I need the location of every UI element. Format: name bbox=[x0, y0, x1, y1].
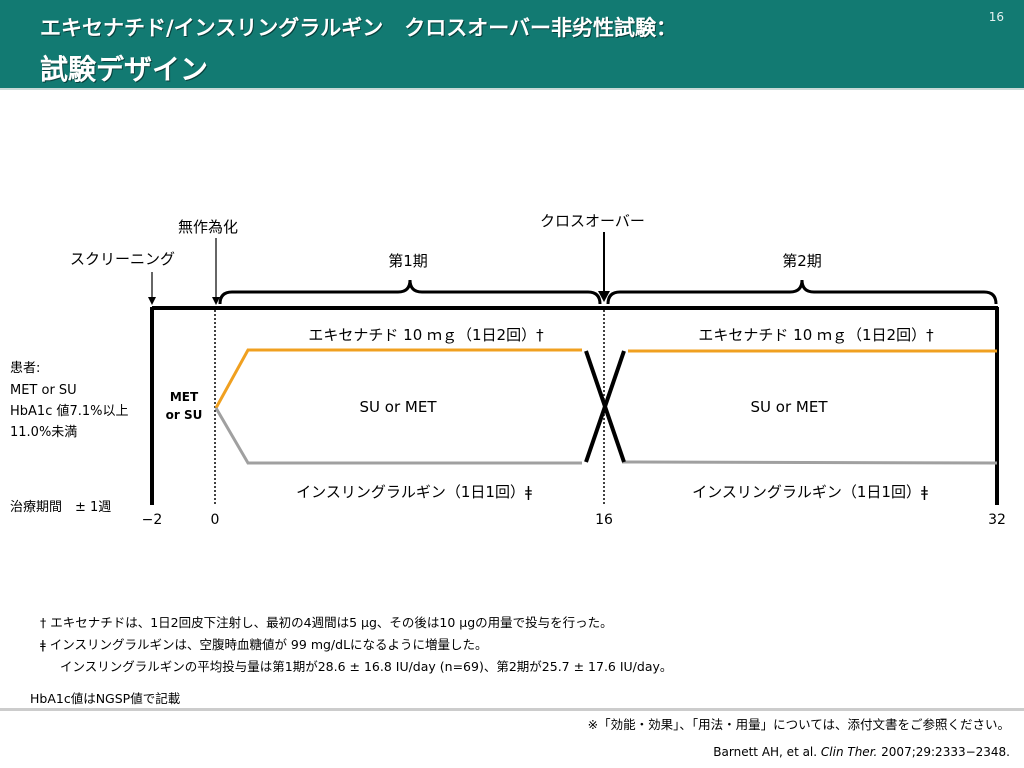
axis-tick-label: 0 bbox=[211, 512, 220, 528]
axis-tick-label: −2 bbox=[142, 512, 163, 528]
randomization-arrow bbox=[212, 238, 220, 305]
header-rule bbox=[0, 88, 1024, 90]
axis-tick-label: 32 bbox=[988, 512, 1006, 528]
crossover-label: クロスオーバー bbox=[540, 212, 645, 230]
patients-label-line3: HbA1c 値7.1%以上 bbox=[10, 403, 129, 419]
glargine-arm-period1 bbox=[214, 407, 582, 465]
screening-label: スクリーニング bbox=[70, 250, 175, 268]
period1-brace bbox=[218, 279, 602, 305]
citation-details: 2007;29:2333−2348. bbox=[877, 745, 1010, 759]
glargine-label-period2: インスリングラルギン（1日1回）ǂ bbox=[692, 483, 928, 501]
treatment-duration-label: 治療期間 ± 1週 bbox=[10, 500, 111, 515]
patients-label-line2: MET or SU bbox=[10, 383, 77, 398]
axis-tick-label: 16 bbox=[595, 512, 613, 528]
page-number: 16 bbox=[988, 10, 1004, 24]
slide-title-line1: エキセナチド/インスリングラルギン クロスオーバー非劣性試験： bbox=[40, 16, 678, 40]
patients-label-line4: 11.0%未満 bbox=[10, 425, 77, 440]
glargine-label-period1: インスリングラルギン（1日1回）ǂ bbox=[296, 483, 532, 501]
su-met-label-period1: SU or MET bbox=[360, 398, 438, 416]
crossover-x-line2 bbox=[584, 350, 626, 463]
glargine-arm-period2 bbox=[621, 460, 998, 465]
patients-label-line1: 患者: bbox=[10, 361, 40, 376]
slide-header: エキセナチド/インスリングラルギン クロスオーバー非劣性試験： 試験デザイン 1… bbox=[0, 0, 1024, 88]
exenatide-label-period1: エキセナチド 10 ｍｇ（1日2回）† bbox=[308, 326, 544, 344]
met-or-su-label-line2: or SU bbox=[166, 408, 203, 422]
period2-brace bbox=[606, 279, 998, 305]
exenatide-arm-period1 bbox=[214, 348, 582, 409]
randomization-label: 無作為化 bbox=[178, 218, 238, 236]
citation-authors: Barnett AH, et al. bbox=[713, 745, 821, 759]
period2-label: 第2期 bbox=[782, 252, 822, 270]
period1-label: 第1期 bbox=[388, 252, 428, 270]
slide-title-line2: 試験デザイン bbox=[40, 53, 209, 86]
crossover-arrow bbox=[598, 232, 610, 302]
su-met-label-period2: SU or MET bbox=[751, 398, 829, 416]
footer-disclaimer: ※「効能・効果」、「用法・用量」については、添付文書をご参照ください。 bbox=[587, 717, 1010, 732]
citation-journal: Clin Ther. bbox=[820, 745, 878, 759]
citation: Barnett AH, et al. Clin Ther. 2007;29:23… bbox=[713, 745, 1010, 759]
footnote-dagger: † エキセナチドは、1日2回皮下注射し、最初の4週間は5 μg、その後は10 μ… bbox=[40, 615, 613, 630]
footer-separator bbox=[0, 708, 1024, 711]
hba1c-note: HbA1c値はNGSP値で記載 bbox=[30, 691, 181, 706]
exenatide-label-period2: エキセナチド 10 ｍｇ（1日2回）† bbox=[698, 326, 934, 344]
met-or-su-label-line1: MET bbox=[170, 390, 199, 404]
footnote-double-dagger: ǂ インスリングラルギンは、空腹時血糖値が 99 mg/dLになるように増量した… bbox=[40, 637, 488, 652]
screening-arrow bbox=[148, 272, 156, 305]
footnote-double-dagger-2: インスリングラルギンの平均投与量は第1期が28.6 ± 16.8 IU/day … bbox=[60, 659, 673, 674]
